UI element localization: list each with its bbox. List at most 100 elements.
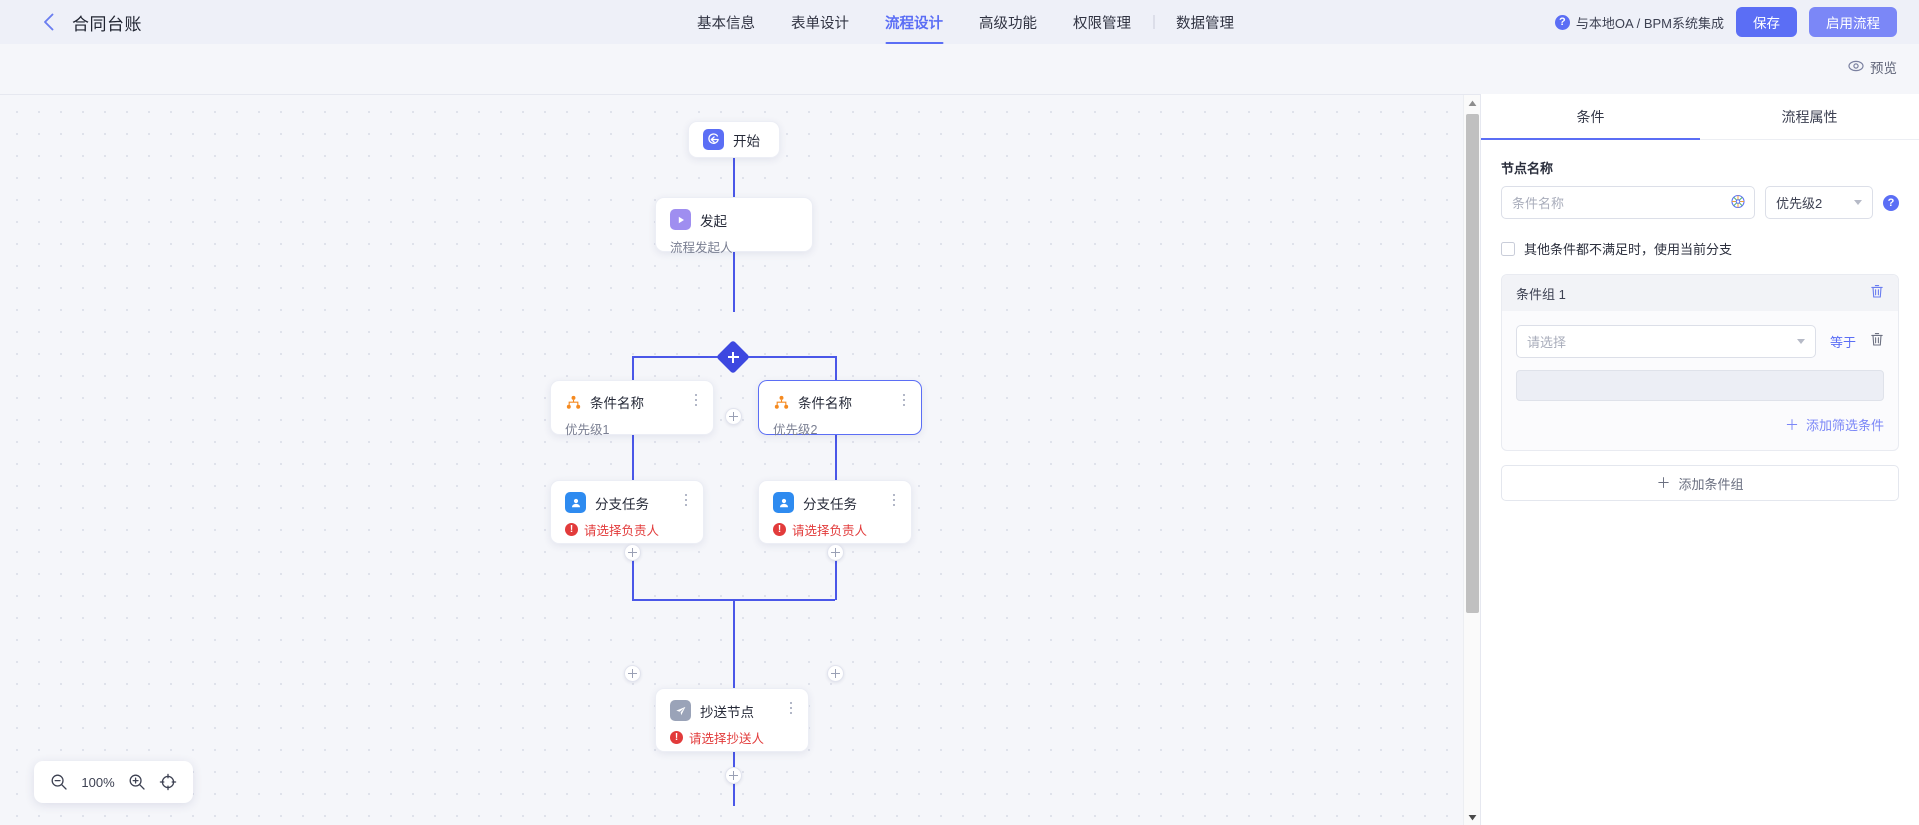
priority-value: 优先级2 (1776, 196, 1823, 211)
branch-icon (773, 394, 789, 410)
edge-task2-to-merge (835, 554, 837, 600)
integration-label: 与本地OA / BPM系统集成 (1575, 15, 1724, 31)
node-cc[interactable]: 抄送节点 ! 请选择抄送人 (655, 688, 809, 752)
node-condition-2[interactable]: 条件名称 优先级2 (758, 380, 922, 437)
node-cc-error: ! 请选择抄送人 (656, 721, 808, 758)
add-filter-condition-button[interactable]: ＋ 添加筛选条件 (1516, 401, 1884, 436)
node-start-title: 开始 (733, 133, 760, 149)
edge-task1-to-merge (632, 554, 634, 600)
start-icon (703, 129, 724, 150)
error-icon: ! (773, 523, 786, 536)
scrollbar-thumb[interactable] (1466, 114, 1479, 613)
condition-field-placeholder: 请选择 (1527, 335, 1567, 350)
edge-start-to-launch (733, 158, 735, 197)
send-icon (670, 700, 691, 721)
delete-condition-row-icon[interactable] (1870, 332, 1884, 352)
eye-icon (1848, 60, 1864, 75)
node-launch-head: 发起 (656, 198, 812, 230)
condition-group-title: 条件组 1 (1516, 286, 1566, 302)
tab-process-design[interactable]: 流程设计 (867, 0, 961, 44)
node-cc-title: 抄送节点 (700, 704, 754, 720)
fit-to-screen-button[interactable] (159, 773, 177, 791)
node-task-2-menu[interactable] (887, 492, 901, 508)
node-condition-1[interactable]: 条件名称 优先级1 (550, 380, 714, 437)
condition-field-select[interactable]: 请选择 (1516, 325, 1816, 358)
node-start-head: 开始 (689, 122, 779, 157)
page-title: 合同台账 (72, 14, 142, 34)
preview-button[interactable]: 预览 (1848, 57, 1897, 77)
delete-condition-group-icon[interactable] (1870, 284, 1884, 302)
error-icon: ! (670, 731, 683, 744)
node-task-1[interactable]: 分支任务 ! 请选择负责人 (550, 480, 704, 544)
zoom-in-button[interactable] (128, 773, 146, 791)
tab-form-design[interactable]: 表单设计 (791, 15, 849, 32)
plus-icon: ＋ (1784, 416, 1799, 433)
add-filter-label: 添加筛选条件 (1805, 418, 1884, 433)
back-button[interactable] (34, 8, 62, 36)
add-node-after-task1[interactable] (624, 665, 641, 682)
condition-group-1: 条件组 1 请选择 等于 ＋ (1501, 274, 1899, 451)
tab-advanced[interactable]: 高级功能 (979, 15, 1037, 32)
top-bar-inner: 合同台账 基本信息 表单设计 流程设计 高级功能 权限管理 数据管理 ? 与本地… (12, 0, 1919, 44)
node-task-1-error: ! 请选择负责人 (551, 513, 703, 550)
properties-panel: 条件 流程属性 节点名称 条件名称 优先级2 ? (1480, 94, 1919, 825)
condition-value-input[interactable] (1516, 370, 1884, 401)
canvas-scrollbar[interactable] (1463, 95, 1480, 825)
node-cc-menu[interactable] (784, 700, 798, 716)
condition-row-1: 请选择 等于 (1516, 325, 1884, 358)
edge-launch-to-split (733, 252, 735, 312)
default-branch-checkbox[interactable] (1501, 241, 1515, 256)
save-button[interactable]: 保存 (1736, 7, 1797, 37)
sub-bar: 预览 (0, 44, 1919, 94)
zoom-out-button[interactable] (50, 773, 68, 791)
add-node-before-cc[interactable] (725, 767, 742, 784)
node-task-2-error-text: 请选择负责人 (792, 524, 868, 538)
panel-body: 节点名称 条件名称 优先级2 ? 其他 (1481, 140, 1919, 501)
node-task-1-menu[interactable] (679, 492, 693, 508)
add-node-after-cond2[interactable] (827, 544, 844, 561)
zoom-value: 100% (81, 774, 115, 790)
default-branch-row[interactable]: 其他条件都不满足时，使用当前分支 (1501, 239, 1899, 258)
node-task-2-head: 分支任务 (759, 481, 911, 513)
color-wheel-icon[interactable] (1731, 194, 1745, 211)
user-icon (565, 492, 586, 513)
node-task-1-title: 分支任务 (595, 496, 649, 512)
node-task-1-error-text: 请选择负责人 (584, 524, 660, 538)
condition-group-header: 条件组 1 (1502, 275, 1898, 311)
tab-basic-info[interactable]: 基本信息 (697, 15, 755, 32)
node-task-2[interactable]: 分支任务 ! 请选择负责人 (758, 480, 912, 544)
top-bar: 合同台账 基本信息 表单设计 流程设计 高级功能 权限管理 数据管理 ? 与本地… (0, 0, 1919, 44)
publish-process-button[interactable]: 启用流程 (1809, 7, 1897, 37)
node-condition-2-menu[interactable] (897, 392, 911, 408)
node-launch[interactable]: 发起 流程发起人 (655, 197, 813, 255)
scroll-up-button[interactable] (1464, 95, 1480, 112)
fit-to-screen-icon (159, 773, 177, 791)
panel-tab-condition[interactable]: 条件 (1481, 94, 1700, 140)
tab-data-management[interactable]: 数据管理 (1176, 15, 1234, 32)
tab-permissions[interactable]: 权限管理 (1073, 15, 1131, 32)
add-node-after-launch[interactable] (725, 408, 742, 425)
chevron-down-icon (1796, 339, 1805, 344)
node-name-input[interactable]: 条件名称 (1501, 186, 1755, 219)
add-condition-group-button[interactable]: ＋ 添加条件组 (1501, 465, 1899, 501)
priority-help-icon[interactable]: ? (1883, 194, 1899, 211)
condition-operator[interactable]: 等于 (1829, 335, 1856, 350)
zoom-control: 100% (34, 761, 193, 803)
node-task-1-head: 分支任务 (551, 481, 703, 513)
node-start[interactable]: 开始 (688, 121, 780, 158)
node-cc-error-text: 请选择抄送人 (689, 732, 765, 746)
integration-link[interactable]: ? 与本地OA / BPM系统集成 (1554, 13, 1724, 32)
edge-merge-to-cc (733, 599, 735, 688)
scroll-down-button[interactable] (1464, 809, 1480, 825)
add-node-after-task2[interactable] (827, 665, 844, 682)
zoom-out-icon (51, 774, 67, 790)
edge-cond2-to-task2 (835, 425, 837, 480)
node-condition-1-menu[interactable] (689, 392, 703, 408)
node-cc-head: 抄送节点 (656, 689, 808, 721)
priority-select[interactable]: 优先级2 (1765, 186, 1873, 219)
flow-canvas[interactable]: 开始 发起 流程发起人 条件名称 优先级1 条件名称 (0, 94, 1480, 825)
node-launch-subtitle: 流程发起人 (670, 241, 733, 255)
add-node-after-cond1[interactable] (624, 544, 641, 561)
node-condition-1-head: 条件名称 (551, 381, 713, 412)
panel-tab-process-attributes[interactable]: 流程属性 (1781, 108, 1838, 125)
